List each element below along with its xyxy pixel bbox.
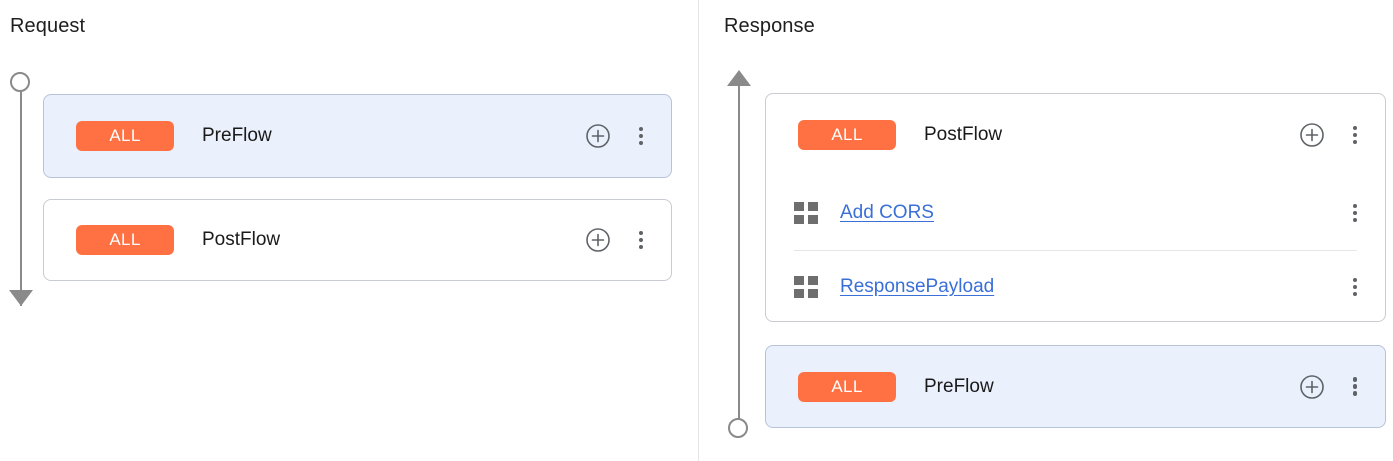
column-divider [698,0,699,461]
flow-card-response-postflow[interactable]: ALL PostFlow Add CORS [765,93,1386,322]
flow-name-label: PreFlow [202,125,272,146]
request-column: Request ALL PreFlow [9,15,672,306]
flow-method-badge: ALL [76,121,174,151]
rail-arrow-down-icon [9,290,33,306]
more-vert-icon[interactable] [1343,198,1367,228]
request-column-title: Request [10,15,86,37]
more-vert-icon[interactable] [1343,372,1367,402]
rail-arrow-up-icon [727,70,751,86]
response-column: Response [698,0,1393,461]
flow-header-row: ALL PostFlow [44,200,671,280]
rail-start-circle-icon [10,72,30,92]
policy-grid-icon [794,202,818,224]
more-vert-icon[interactable] [629,121,653,151]
flow-header-row: ALL PostFlow [766,94,1385,176]
flow-method-badge: ALL [798,120,896,150]
more-vert-icon[interactable] [1343,120,1367,150]
flow-name-label: PreFlow [924,375,994,397]
flow-method-badge: ALL [798,371,896,402]
more-vert-icon[interactable] [629,225,653,255]
flow-card-request-postflow[interactable]: ALL PostFlow [43,199,672,281]
add-circle-icon[interactable] [585,227,611,253]
policy-row[interactable]: ResponsePayload [766,250,1385,324]
flow-header-row: ALL PreFlow [44,95,671,177]
policy-link[interactable]: ResponsePayload [840,276,995,297]
add-circle-icon[interactable] [585,123,611,149]
flow-name-label: PostFlow [202,229,281,250]
flow-card-response-preflow[interactable]: ALL PreFlow [765,345,1386,428]
response-flow-rail [727,70,751,448]
rail-end-circle-icon [728,418,748,438]
flow-method-badge: ALL [76,225,174,255]
more-vert-icon[interactable] [1343,272,1367,302]
rail-line [738,84,740,428]
request-flow-rail [9,72,33,306]
flow-name-label: PostFlow [924,124,1003,145]
policy-grid-icon [794,276,818,298]
response-column-title: Response [724,15,815,37]
add-circle-icon[interactable] [1299,374,1325,400]
flow-card-request-preflow[interactable]: ALL PreFlow [43,94,672,178]
policy-row[interactable]: Add CORS [766,176,1385,250]
policy-link[interactable]: Add CORS [840,202,934,223]
flow-header-row: ALL PreFlow [766,346,1385,427]
add-circle-icon[interactable] [1299,122,1325,148]
rail-line [20,90,22,306]
